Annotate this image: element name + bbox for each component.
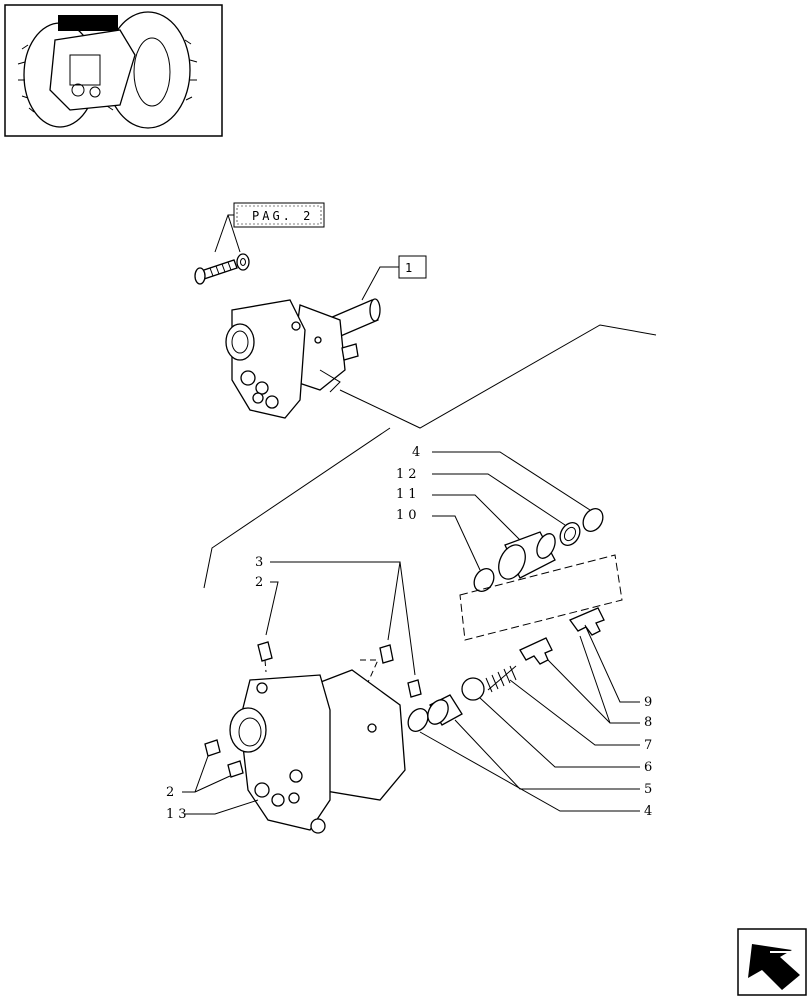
callout-label: 2 xyxy=(255,575,267,590)
callout-group-left-upper: 3 2 xyxy=(255,555,267,590)
callout-label: 12 xyxy=(396,467,421,482)
callout-group-right: 9 8 7 6 5 4 xyxy=(644,695,656,819)
callout-label: 5 xyxy=(644,782,656,797)
tractor-thumbnail[interactable] xyxy=(4,4,223,137)
callout-label: 9 xyxy=(644,695,656,710)
callout-label: 10 xyxy=(396,508,421,523)
pump-assembly-top xyxy=(225,298,381,419)
dashed-group-box xyxy=(459,554,623,641)
callout-label: 2 xyxy=(166,785,178,800)
callout-label: 4 xyxy=(644,804,656,819)
callout-label: 4 xyxy=(412,445,424,460)
bolt-part xyxy=(194,253,250,285)
page-reference-label: PAG. 2 xyxy=(252,209,313,223)
callout-label: 7 xyxy=(644,738,656,753)
callout-group-left-lower: 2 13 xyxy=(166,785,191,822)
leader-left xyxy=(203,427,391,589)
plug-assembly xyxy=(473,508,604,592)
leader-top-right xyxy=(339,324,657,429)
page-reference[interactable]: PAG. 2 xyxy=(233,202,325,228)
group-reference-label: 1 xyxy=(405,261,415,275)
next-page-arrow-icon[interactable] xyxy=(737,928,807,996)
callout-label: 3 xyxy=(255,555,267,570)
valve-components xyxy=(407,607,605,732)
plug-small-parts xyxy=(204,641,422,778)
callout-label: 8 xyxy=(644,715,656,730)
group-reference[interactable]: 1 xyxy=(398,255,427,279)
callout-group-top-right: 4 12 11 10 xyxy=(396,445,424,523)
pump-assembly-bottom xyxy=(229,669,406,834)
callout-label: 11 xyxy=(396,487,421,502)
callout-label: 6 xyxy=(644,760,656,775)
callout-label: 13 xyxy=(166,807,191,822)
